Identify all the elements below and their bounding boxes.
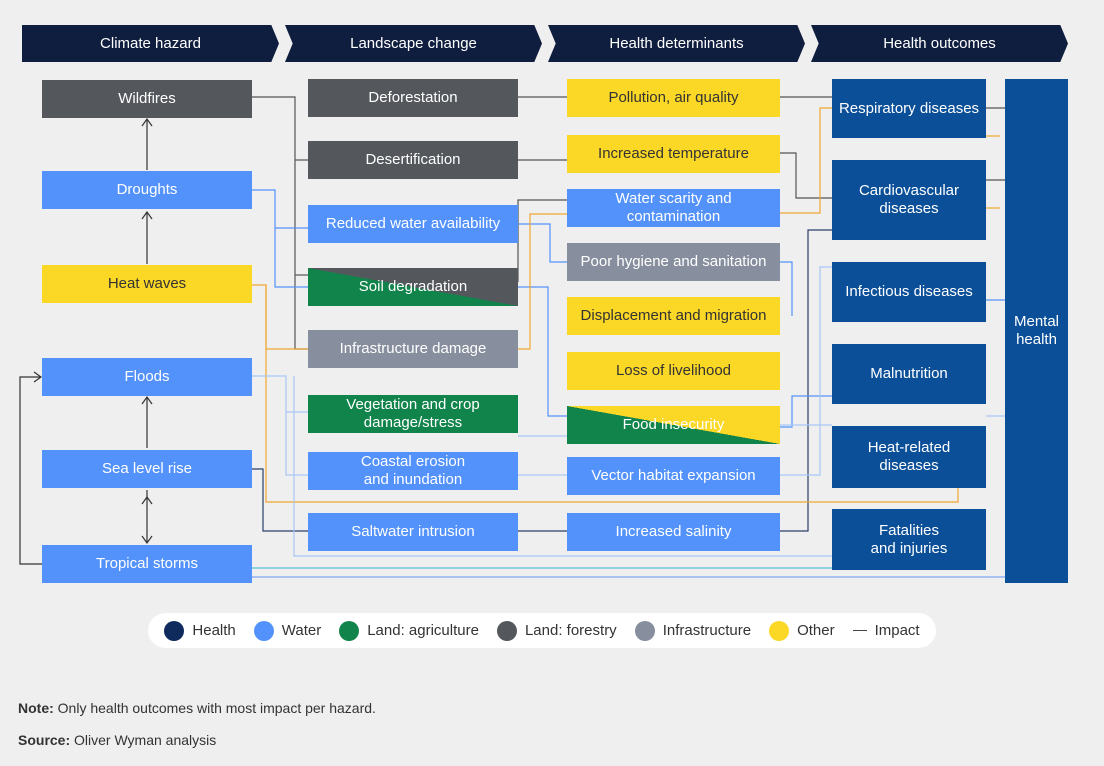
header-landscape-change: Landscape change xyxy=(285,25,542,62)
outcome-respiratory: Respiratory diseases xyxy=(832,79,986,138)
outcome-infectious: Infectious diseases xyxy=(832,262,986,322)
landscape-saltwater-intrusion: Saltwater intrusion xyxy=(308,513,518,551)
legend-swatch-agriculture xyxy=(339,620,360,641)
landscape-soil-degradation: Soil degradation xyxy=(308,268,518,306)
legend-impact-line xyxy=(852,629,867,632)
legend-item-health: Health xyxy=(164,620,236,641)
determinant-salinity: Increased salinity xyxy=(567,513,780,551)
determinant-livelihood: Loss of livelihood xyxy=(567,352,780,390)
legend-swatch-health xyxy=(164,620,185,641)
legend-item-infrastructure: Infrastructure xyxy=(634,620,751,641)
landscape-infrastructure-damage: Infrastructure damage xyxy=(308,330,518,368)
legend-swatch-water xyxy=(253,620,274,641)
hazard-floods: Floods xyxy=(42,358,252,396)
hazard-heat-waves: Heat waves xyxy=(42,265,252,303)
source: Source: Oliver Wyman analysis xyxy=(18,732,217,748)
legend-item-agriculture: Land: agriculture xyxy=(339,620,479,641)
legend-swatch-forestry xyxy=(496,620,517,641)
determinant-food-insecurity: Food insecurity xyxy=(567,406,780,444)
determinant-pollution: Pollution, air quality xyxy=(567,79,780,117)
hazard-wildfires: Wildfires xyxy=(42,80,252,118)
hazard-droughts: Droughts xyxy=(42,171,252,209)
header-health-outcomes: Health outcomes xyxy=(811,25,1068,62)
legend-item-impact: Impact xyxy=(852,622,920,639)
determinant-temperature: Increased temperature xyxy=(567,135,780,173)
hazard-tropical-storms: Tropical storms xyxy=(42,545,252,583)
landscape-deforestation: Deforestation xyxy=(308,79,518,117)
legend-swatch-other xyxy=(769,620,790,641)
legend-item-water: Water xyxy=(253,620,321,641)
header-health-determinants: Health determinants xyxy=(548,25,805,62)
legend-item-other: Other xyxy=(769,620,835,641)
legend: Health Water Land: agriculture Land: for… xyxy=(148,613,936,648)
note: Note: Only health outcomes with most imp… xyxy=(18,700,376,716)
legend-item-forestry: Land: forestry xyxy=(496,620,617,641)
determinant-vector-habitat: Vector habitat expansion xyxy=(567,457,780,495)
landscape-reduced-water: Reduced water availability xyxy=(308,205,518,243)
determinant-hygiene: Poor hygiene and sanitation xyxy=(567,243,780,281)
hazard-sea-level-rise: Sea level rise xyxy=(42,450,252,488)
landscape-desertification: Desertification xyxy=(308,141,518,179)
legend-swatch-infrastructure xyxy=(634,620,655,641)
determinant-displacement: Displacement and migration xyxy=(567,297,780,335)
header-climate-hazard: Climate hazard xyxy=(22,25,279,62)
outcome-malnutrition: Malnutrition xyxy=(832,344,986,404)
